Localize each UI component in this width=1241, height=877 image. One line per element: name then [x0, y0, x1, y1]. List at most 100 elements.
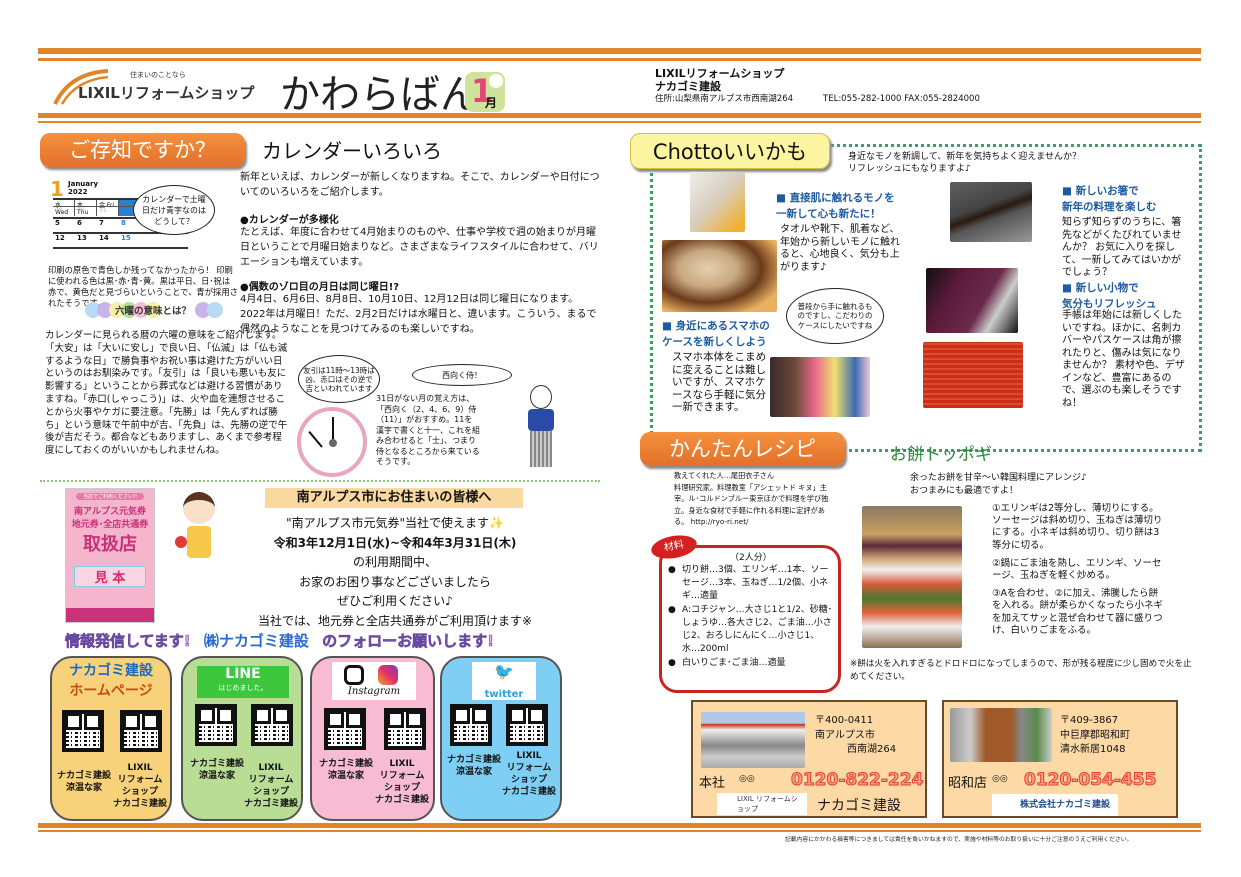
honsha-addr2: 西南湖264	[847, 744, 897, 755]
samurai-text: 31日がない月の覚え方は、「西向く（2、4、6、9）侍（11）」がおすすめ。11…	[376, 394, 480, 466]
header-rule	[38, 113, 1201, 118]
teacher-bio: 料理研究家。料理教室「アシェットド キヌ」主宰。ル･コルドンブルー東京ほかで料理…	[674, 482, 829, 527]
chotto-intro: 身近なモノを新調して、新年を気持ちよく迎えませんか？ リフレッシュにもなりますよ…	[848, 151, 1081, 175]
calendar-day: 6	[77, 219, 82, 227]
twitter-logo: 🐦 twitter	[472, 662, 536, 700]
qr-code-icon[interactable]	[251, 704, 293, 746]
header-rule-thin	[38, 121, 1201, 123]
follow-banner: 情報発信してます! ㈱ナカゴミ建設 のフォローお願いします!	[65, 630, 565, 651]
towels-photo	[662, 240, 777, 312]
calendar-day: 15	[121, 234, 131, 242]
rokuyo-heading-bubbles: 六曜の意味とは？	[85, 302, 230, 318]
weekday: 金 Fri	[97, 200, 119, 216]
teacher-name: 教えてくれた人…尾田衣子さん	[674, 471, 775, 480]
month-number: 1	[471, 72, 494, 110]
clock-bubble: 友引は11時～13時は凶、赤口はその逆で吉といわれています	[298, 355, 380, 403]
sns-box-line[interactable]: LINE はじめました。 ナカゴミ建設 涼温な家 LIXIL リフォーム ショッ…	[181, 656, 303, 821]
weekday: 木 Thu	[75, 200, 97, 216]
item3-title1: ■ 新しい小物で	[1062, 282, 1139, 294]
showa-addr2: 清水新居1048	[1060, 744, 1126, 755]
qr-label-b: LIXIL リフォーム ショップ ナカゴミ建設	[374, 759, 429, 805]
article-title: カレンダーいろいろ	[262, 139, 442, 163]
qr-code-icon[interactable]	[195, 704, 237, 746]
qr-code-icon[interactable]	[120, 710, 162, 752]
recipe-lead: 余ったお餅を甘辛～い韓国料理にアレンジ♪ おつまみにも最適ですよ！	[910, 472, 1087, 498]
socks-photo	[690, 172, 745, 232]
calendar-month-num: 1	[50, 177, 64, 201]
twitter-bird-icon: 🐦	[494, 662, 514, 681]
calendar-day: 31	[99, 207, 107, 214]
coupon-line3: の利用期間中、	[352, 555, 437, 569]
instagram-icon	[344, 665, 364, 685]
follow-left: 情報発信してます!	[65, 632, 191, 651]
twitter-name: twitter	[484, 689, 524, 700]
top-rule	[38, 48, 1201, 54]
company-line2: ナカゴミ建設	[655, 80, 721, 93]
item1-text: タオルや靴下、肌着など、年始から新しいモノに触れると、心地良く、気分も上がります…	[780, 224, 900, 273]
qr-label-a: ナカゴミ建設 涼温な家	[318, 759, 373, 781]
ingredient-item: 白いりごま･ごま油…適量	[668, 657, 836, 670]
recipe-steps: ①エリンギは2等分し、薄切りにする。ソーセージは斜め切り、玉ねぎは薄切りにする。…	[992, 503, 1164, 637]
poster-top: 当店でご利用ください!!	[76, 493, 144, 500]
calendar-year: 2022	[68, 188, 88, 196]
swoosh-icon	[53, 69, 109, 105]
item4-title2: ケースを新しくしよう	[662, 336, 767, 348]
chotto-box	[650, 144, 1202, 452]
calendar-month-name: January	[68, 180, 99, 188]
footer-rule-thin	[38, 830, 1201, 832]
recipe-lead1: 余ったお餅を甘辛～い韓国料理にアレンジ♪	[910, 473, 1087, 483]
showa-photo	[950, 708, 1052, 762]
honsha-postal: 〒400-0411	[815, 715, 874, 726]
showa-phone[interactable]: 0120-054-455	[1023, 770, 1157, 791]
item3-title: ■ 新しい小物で 気分もリフレッシュ	[1062, 280, 1157, 312]
qr-label-a: ナカゴミ建設 涼温な家	[56, 771, 111, 793]
newsletter-title: かわらばん	[280, 72, 480, 118]
company-tel-fax: TEL:055-282-1000 FAX:055-2824000	[823, 94, 980, 104]
sns-box-homepage[interactable]: ナカゴミ建設 ホームページ ナカゴミ建設 涼温な家 LIXIL リフォーム ショ…	[50, 656, 172, 821]
sns-box-instagram[interactable]: Instagram ナカゴミ建設 涼温な家 LIXIL リフォーム ショップ ナ…	[310, 656, 435, 821]
honsha-label: 本社	[699, 776, 726, 791]
item1-title: ■ 直接肌に触れるモノを 一新して心も新たに！	[776, 190, 895, 222]
poster-line3: 取扱店	[83, 534, 137, 555]
article-intro: 新年といえば、カレンダーが新しくなりますね。そこで、カレンダーや日付についてのい…	[240, 172, 600, 198]
recipe-title: お餅トッポギ	[890, 445, 992, 465]
qr-code-icon[interactable]	[324, 708, 366, 750]
recipe-step: ②鍋にごま油を熱し、エリンギ、ソーセージ、玉ねぎを軽く炒める。	[992, 557, 1162, 582]
honsha-lixil-logo: LIXIL リフォームショップ	[717, 793, 807, 815]
calendar-answer: 印刷の原色で青色しか残ってなかったから！ 印刷に使われる色は黒･赤･青･黄。黒は…	[48, 265, 238, 308]
month-badge: 1 月	[465, 72, 505, 112]
instagram-logo: Instagram	[332, 662, 416, 700]
showa-address: 〒409-3867 中巨摩郡昭和町 清水新居1048	[1060, 714, 1130, 758]
qr-code-icon[interactable]	[506, 704, 548, 746]
sns-box-twitter[interactable]: 🐦 twitter ナカゴミ建設 涼温な家 LIXIL リフォーム ショップ ナ…	[440, 656, 562, 821]
calendar-day: 8	[121, 219, 126, 227]
article-para-diversify: たとえば、年度に合わせて4月始まりのものや、仕事や学校で週の始まりが月曜日という…	[240, 227, 599, 268]
follow-company: ㈱ナカゴミ建設	[203, 632, 309, 650]
showa-addr1: 中巨摩郡昭和町	[1060, 729, 1130, 741]
chotto-intro1: 身近なモノを新調して、新年を気持ちよく迎えませんか？	[848, 152, 1082, 162]
qr-code-icon[interactable]	[384, 708, 426, 750]
qr-code-icon[interactable]	[62, 710, 104, 752]
article-para-zorome: 4月4日、6月6日、8月8日、10月10日、12月12日は同じ曜日になります。2…	[240, 294, 597, 335]
phone-case-bubble: 普段から手に触れるものですし、こだわりのケースにしたいですね	[786, 288, 884, 344]
mascot-girl	[175, 492, 225, 572]
ingredient-item: 切り餅…3個、エリンギ…1本、ソーセージ…3本、玉ねぎ…1/2個、小ネギ…適量	[668, 564, 836, 603]
company-address: 住所:山梨県南アルプス市西南湖264	[655, 94, 794, 104]
line-tagline: はじめました。	[218, 684, 268, 692]
homepage-label: ナカゴミ建設	[69, 663, 153, 679]
item3-text: 手帳は年始には新しくしたいですね。ほかに、名刺カバーやパスケースは角が擦れたりと…	[1062, 310, 1185, 409]
coupon-line1: "南アルプス市元気券"当社で使えます✨	[286, 516, 504, 530]
phone-cases-photo	[770, 357, 870, 417]
coupon-period: 令和3年12月1日(水)~令和4年3月31日(木)	[273, 535, 517, 550]
freedial-icon: ◎◎	[739, 774, 755, 784]
calendar-question-bubble: カレンダーで土曜日だけ青字なのはどうして？	[133, 185, 215, 235]
honsha-phone[interactable]: 0120-822-224	[790, 770, 924, 791]
qr-code-icon[interactable]	[450, 704, 492, 746]
instagram-name: Instagram	[347, 686, 401, 697]
line-name: LINE	[225, 666, 261, 682]
item2-text: 知らず知らずのうちに、箸先などがくたびれていませんか？ お気に入りを探して、一新…	[1062, 217, 1182, 278]
qr-label-a: ナカゴミ建設 涼温な家	[446, 755, 501, 777]
recipe-step: ①エリンギは2等分し、薄切りにする。ソーセージは斜め切り、玉ねぎは薄切りにする。…	[992, 503, 1163, 551]
